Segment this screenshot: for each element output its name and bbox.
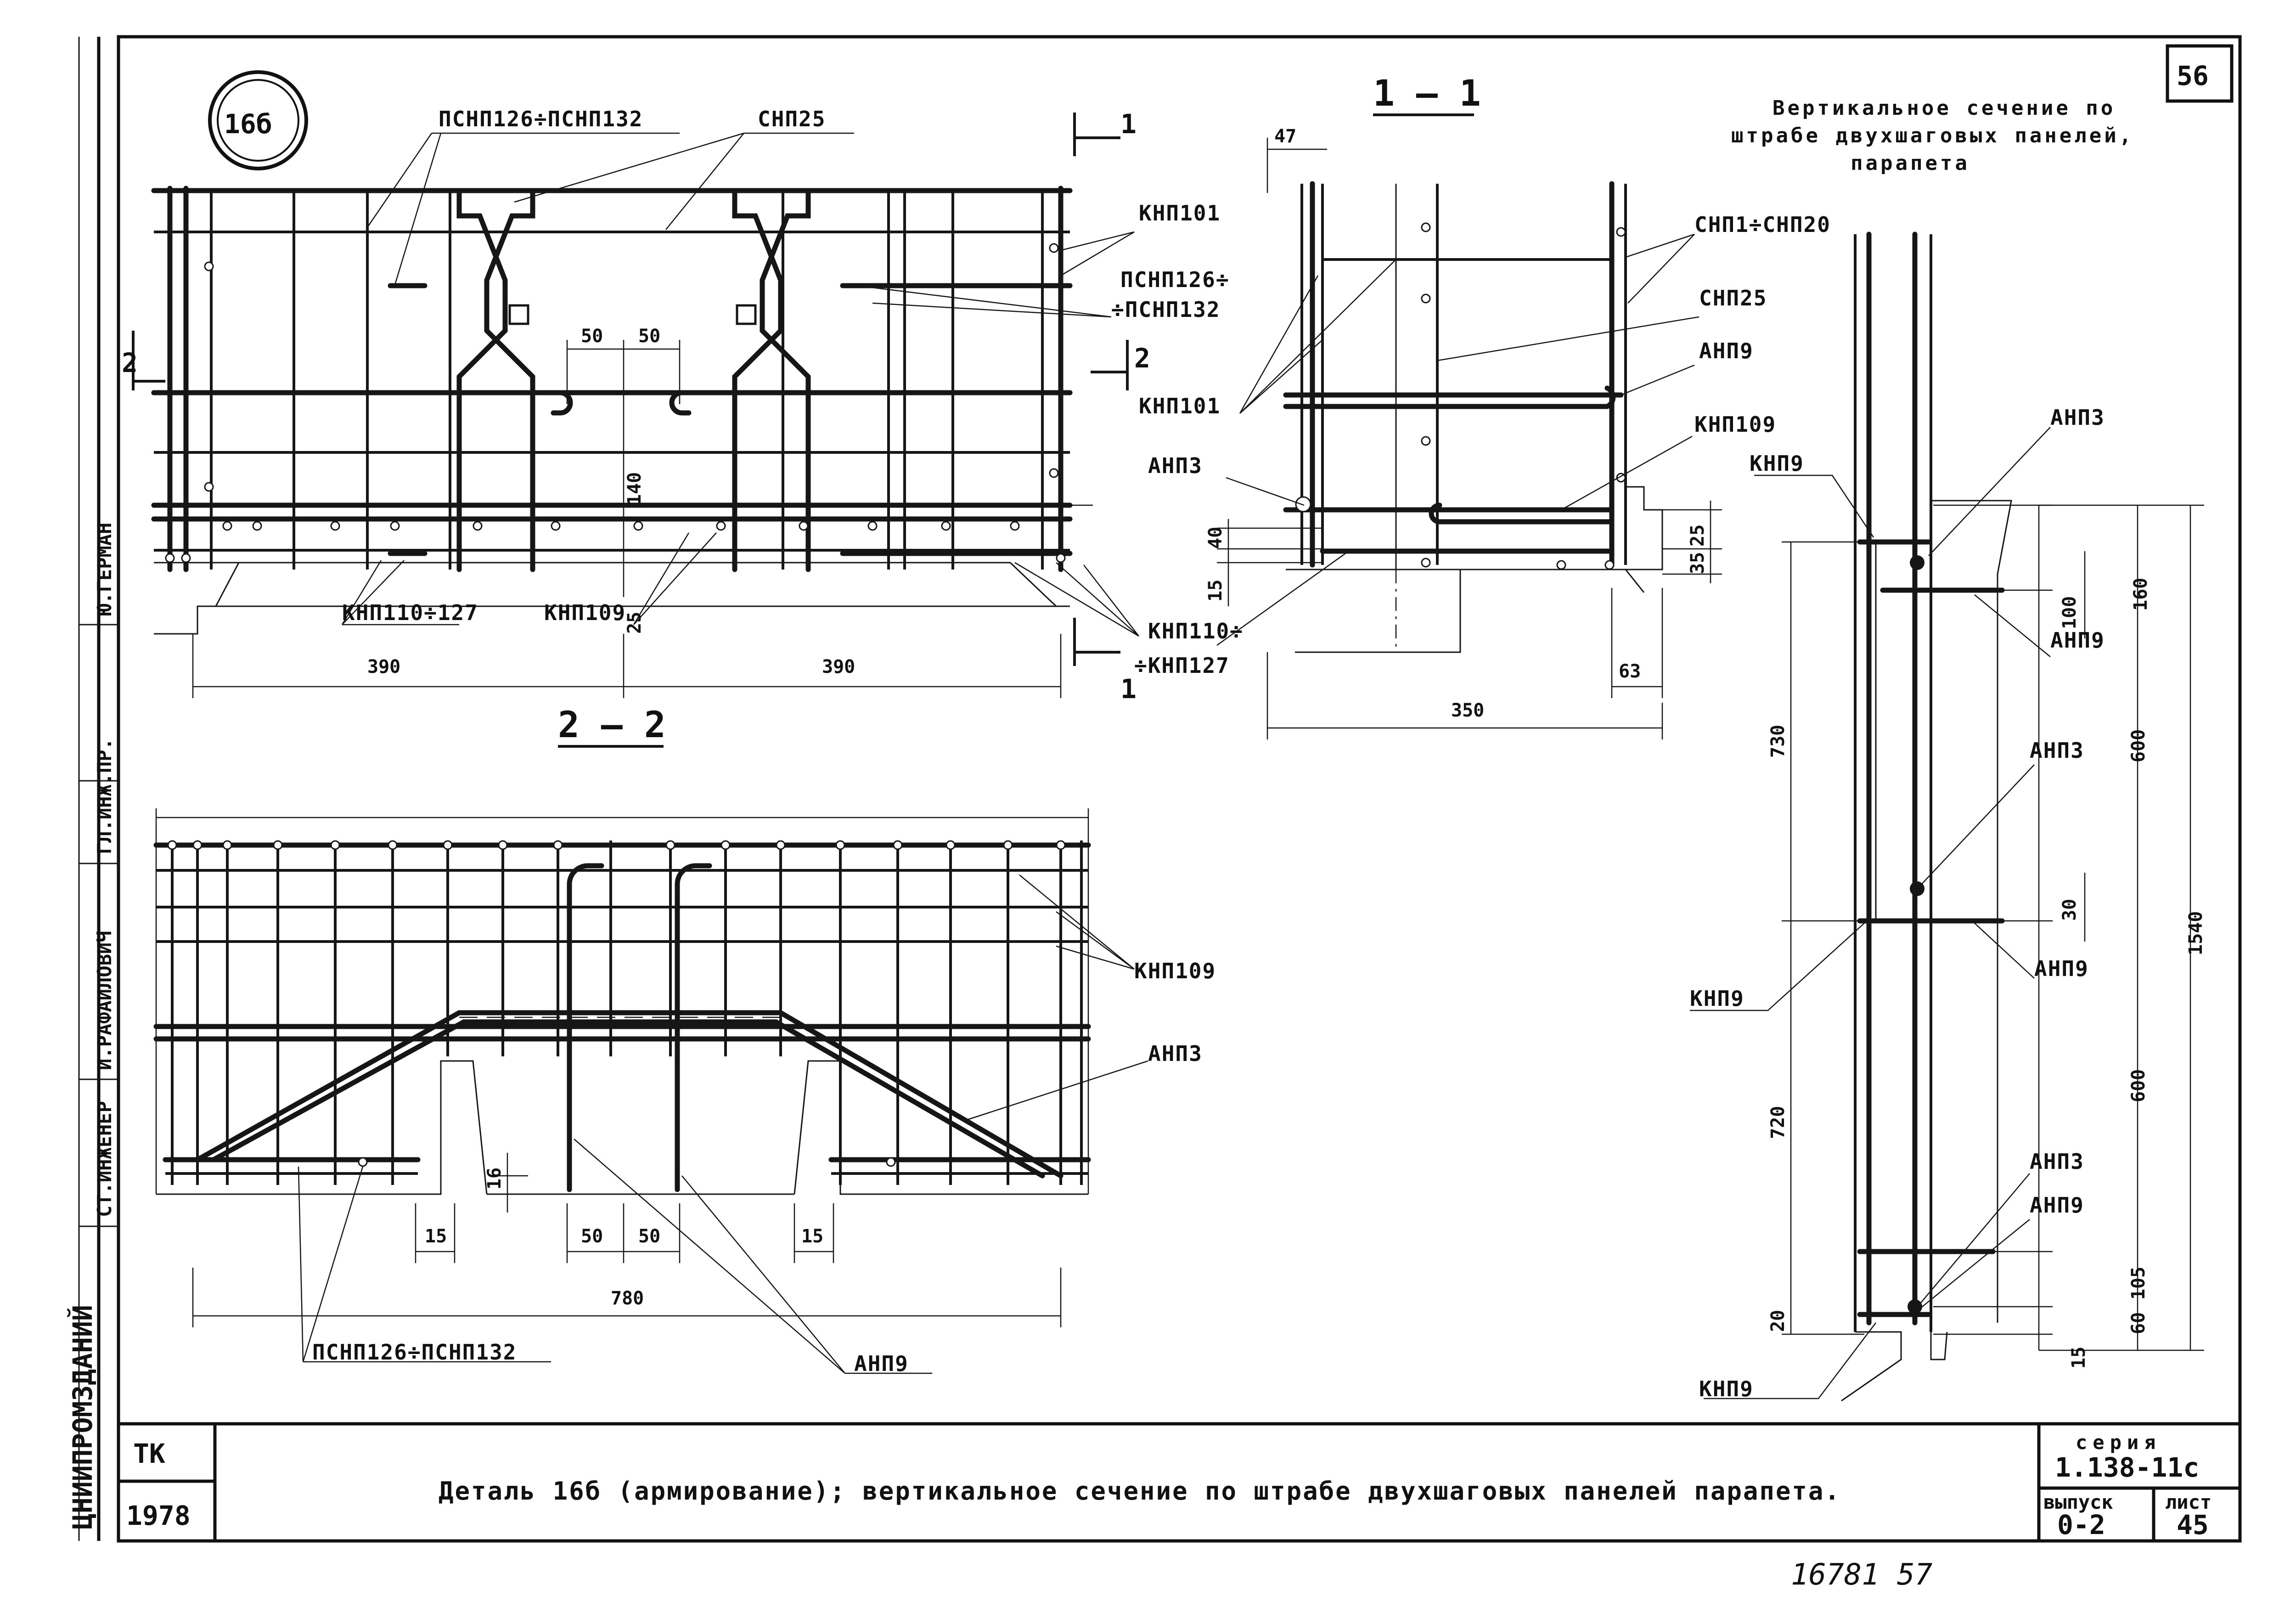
- vertical-section-title-2: штрабе двухшаговых панелей,: [1731, 124, 2134, 147]
- label-pshnp126-right-1: ПСНП126÷: [1120, 267, 1230, 292]
- dim-20: 20: [1767, 1310, 1789, 1332]
- dim-60: 60: [2128, 1312, 2149, 1334]
- signature-strip: ЦНИИПРОМЗДАНИЙ Ю.ГЕРМАН ГЛ.ИНЖ.ПР. И.РАФ…: [67, 37, 118, 1541]
- label-anp9-vs-3: АНП9: [2030, 1193, 2084, 1218]
- dim-730: 730: [1767, 725, 1789, 758]
- label-knp9-top: КНП9: [1750, 451, 1804, 476]
- section-1-1-view: 1 — 1 47 40 15: [1205, 73, 1831, 739]
- label-knp109-bottom: КНП109: [544, 600, 626, 625]
- label-anp9-section-2: АНП9: [854, 1351, 909, 1376]
- section-1-1-title: 1 — 1: [1373, 73, 1481, 114]
- label-pshnp126-132-top: ПСНП126÷ПСНП132: [439, 107, 643, 131]
- label-anp3-vs-2: АНП3: [2030, 738, 2084, 763]
- label-knp9-mid: КНП9: [1690, 986, 1745, 1011]
- stamp-seriya-label: серия: [2076, 1431, 2161, 1454]
- label-snp25-section: СНП25: [1699, 286, 1767, 310]
- stamp-list-value: 45: [2177, 1509, 2209, 1540]
- signature-2: ГЛ.ИНЖ.ПР.: [93, 738, 116, 854]
- label-knp110-127: КНП110÷127: [342, 600, 478, 625]
- label-pshnp126-right-2: ÷ПСНП132: [1111, 297, 1221, 322]
- section-2-2-title: 2 — 2: [558, 705, 666, 746]
- dim-50-d: 50: [638, 1226, 660, 1247]
- section-2-2-dots: [167, 840, 1066, 1167]
- organization-name: ЦНИИПРОМЗДАНИЙ: [67, 1305, 98, 1529]
- elevation-view: 1 1 2 2 50 50 140 25 390 390 ПСНП12: [122, 107, 1244, 705]
- section-2-2-view: 2 — 2: [153, 705, 1216, 1376]
- dim-140: 140: [624, 472, 645, 505]
- label-anp9-vs-2: АНП9: [2034, 956, 2089, 981]
- dim-40: 40: [1205, 527, 1226, 549]
- dim-600-b: 600: [2128, 1069, 2149, 1102]
- title-block: ТК 1978 Деталь 16б (армирование); вертик…: [126, 1431, 2212, 1540]
- label-anp9-section: АНП9: [1699, 338, 1754, 363]
- stamp-vypusk-value: 0-2: [2057, 1509, 2105, 1540]
- dim-390-right: 390: [822, 656, 855, 677]
- label-knp109-section-2: КНП109: [1134, 959, 1216, 983]
- label-anp9-vs-1: АНП9: [2050, 628, 2105, 653]
- cut-1-bottom-label: 1: [1120, 673, 1137, 705]
- dim-25-b: 25: [1687, 525, 1708, 547]
- label-anp3-section-2: АНП3: [1148, 1041, 1203, 1066]
- dim-15-d: 15: [2068, 1347, 2089, 1369]
- dim-16: 16: [484, 1168, 505, 1190]
- cut-1-top-label: 1: [1120, 108, 1137, 140]
- elevation-rebar-dots: [165, 243, 1066, 563]
- dim-35: 35: [1687, 552, 1708, 574]
- dim-47: 47: [1274, 126, 1296, 147]
- label-knp110-right-1: КНП110÷: [1148, 619, 1244, 643]
- section-2-2-verticals: [171, 840, 1083, 1185]
- label-anp3-vs-3: АНП3: [2030, 1149, 2084, 1174]
- dim-15-c: 15: [801, 1226, 823, 1247]
- dim-390-left: 390: [367, 656, 400, 677]
- signature-4: СТ.ИНЖЕНЕР: [93, 1101, 116, 1217]
- label-anp3-mid: АНП3: [1148, 453, 1203, 478]
- stamp-year: 1978: [126, 1500, 191, 1531]
- dim-30: 30: [2059, 899, 2080, 921]
- dim-600-a: 600: [2128, 729, 2149, 762]
- stamp-vypusk-label: выпуск: [2043, 1491, 2113, 1513]
- dim-160: 160: [2130, 578, 2151, 611]
- dim-350: 350: [1451, 700, 1484, 721]
- cut-2-right-label: 2: [1134, 343, 1150, 374]
- label-knp110-right-2: ÷КНП127: [1134, 653, 1230, 678]
- vertical-section-title-1: Вертикальное сечение по: [1773, 96, 2116, 120]
- vertical-section-title-3: парапета: [1851, 152, 1970, 175]
- dim-15-b: 15: [425, 1226, 447, 1247]
- label-knp101-right: КНП101: [1139, 201, 1221, 226]
- detail-badge: 16б: [208, 70, 308, 170]
- dim-1540: 1540: [2185, 911, 2206, 955]
- dim-780: 780: [611, 1288, 644, 1309]
- footer-title: Деталь 16б (армирование); вертикальное с…: [439, 1477, 1841, 1506]
- sheet-frame: [117, 35, 2242, 1543]
- stamp-list-label: лист: [2165, 1491, 2212, 1513]
- dim-63: 63: [1619, 661, 1641, 682]
- dim-50-right: 50: [638, 326, 660, 347]
- label-knp101-mid: КНП101: [1139, 394, 1221, 418]
- sheet-number: 56: [2177, 60, 2209, 91]
- dim-720: 720: [1767, 1106, 1789, 1139]
- label-anp3-vs-1: АНП3: [2050, 405, 2105, 430]
- stamp-seriya-value: 1.138-11с: [2055, 1452, 2199, 1483]
- dim-100: 100: [2059, 596, 2080, 629]
- handwritten-archive-number: 16781 57: [1791, 1558, 1932, 1592]
- cut-2-left-label: 2: [122, 347, 138, 378]
- label-snp25-top: СНП25: [758, 107, 826, 131]
- label-snp1-20: СНП1÷СНП20: [1694, 212, 1831, 237]
- dim-50-left: 50: [581, 326, 603, 347]
- signature-1: Ю.ГЕРМАН: [93, 523, 116, 615]
- stamp-tk: ТК: [133, 1438, 165, 1469]
- dim-50-c: 50: [581, 1226, 603, 1247]
- dim-15-a: 15: [1205, 580, 1226, 602]
- label-knp9-bottom: КНП9: [1699, 1376, 1754, 1401]
- label-knp109-section: КНП109: [1694, 412, 1776, 437]
- signature-3: И.РАФАИЛОВИЧ: [93, 931, 116, 1070]
- dim-105: 105: [2128, 1267, 2149, 1300]
- detail-badge-text: 16б: [224, 108, 272, 140]
- label-pshnp126-132-bottom: ПСНП126÷ПСНП132: [312, 1340, 517, 1365]
- vertical-section-view: Вертикальное сечение по штрабе двухшагов…: [1690, 96, 2206, 1402]
